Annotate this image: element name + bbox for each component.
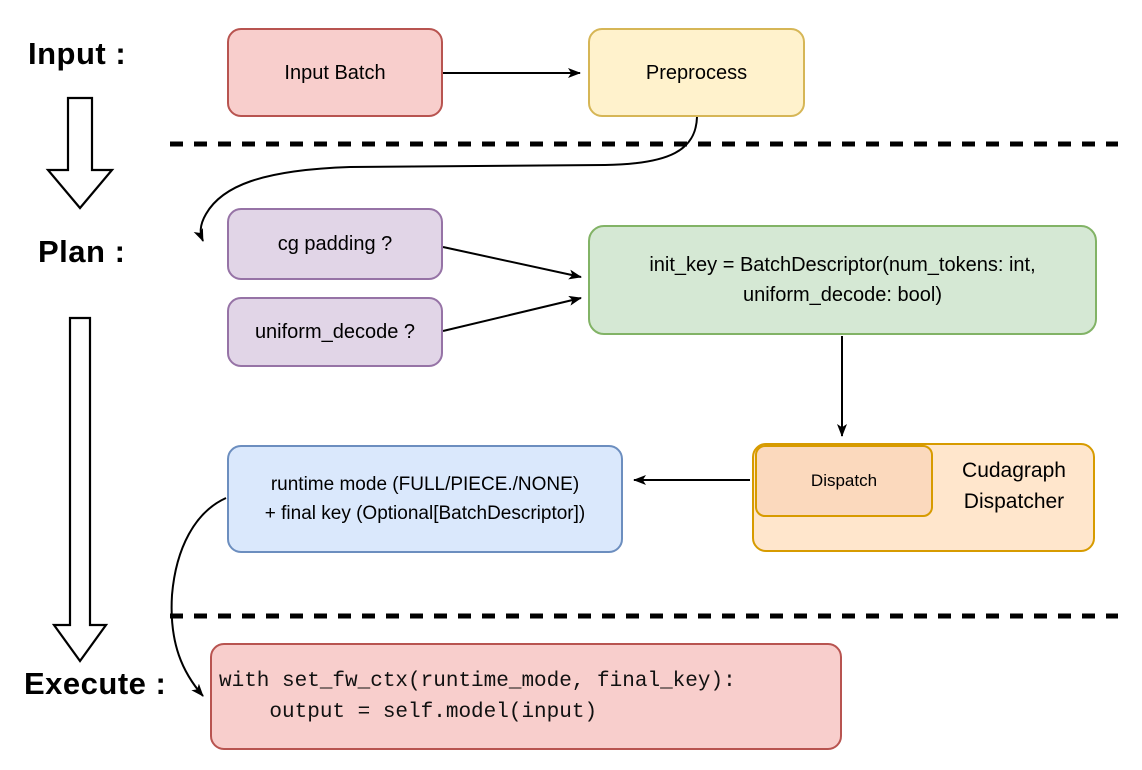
uniform-decode-node: uniform_decode ? (227, 297, 443, 367)
cg-padding-label: cg padding ? (277, 233, 393, 255)
cg-padding-node: cg padding ? (227, 208, 443, 280)
uniform-decode-label: uniform_decode ? (254, 321, 416, 343)
input-batch-node: Input Batch (227, 28, 443, 117)
arrow-preprocess-to-cg-padding (193, 116, 698, 242)
execute-phase-label: Execute : (24, 666, 167, 701)
phase-arrow-input-to-plan-icon (45, 96, 115, 210)
input-phase-label: Input : (28, 36, 127, 71)
init-key-line2: uniform_decode: bool) (742, 284, 942, 306)
runtime-result-node: runtime mode (FULL/PIECE./NONE) + final … (227, 445, 623, 553)
init-key-node: init_key = BatchDescriptor(num_tokens: i… (588, 225, 1097, 335)
arrow-runtime-result-to-execute-code (170, 497, 227, 697)
runtime-result-line1: runtime mode (FULL/PIECE./NONE) (270, 473, 580, 495)
init-key-line1: init_key = BatchDescriptor(num_tokens: i… (649, 254, 1036, 276)
execute-code-node: with set_fw_ctx(runtime_mode, final_key)… (210, 643, 842, 750)
arrow-cg-padding-to-init-key (442, 246, 582, 280)
cudagraph-dispatcher-line1: Cudagraph (962, 459, 1066, 482)
arrow-uniform-decode-to-init-key (442, 295, 582, 332)
execute-code-line1: with set_fw_ctx(runtime_mode, final_key)… (219, 669, 736, 693)
phase-arrow-plan-to-execute-icon (51, 316, 109, 663)
plan-phase-label: Plan : (38, 234, 126, 269)
input-batch-label: Input Batch (284, 61, 386, 84)
cudagraph-dispatcher-line2: Dispatcher (963, 490, 1065, 513)
dispatch-node: Dispatch (755, 445, 933, 517)
cudagraph-dispatcher-label: Cudagraph Dispatcher (933, 455, 1095, 517)
execute-code-line2: output = self.model(input) (219, 700, 598, 724)
preprocess-node: Preprocess (588, 28, 805, 117)
runtime-result-line2: + final key (Optional[BatchDescriptor]) (264, 503, 586, 524)
dispatch-label: Dispatch (810, 471, 878, 490)
preprocess-label: Preprocess (645, 61, 748, 84)
